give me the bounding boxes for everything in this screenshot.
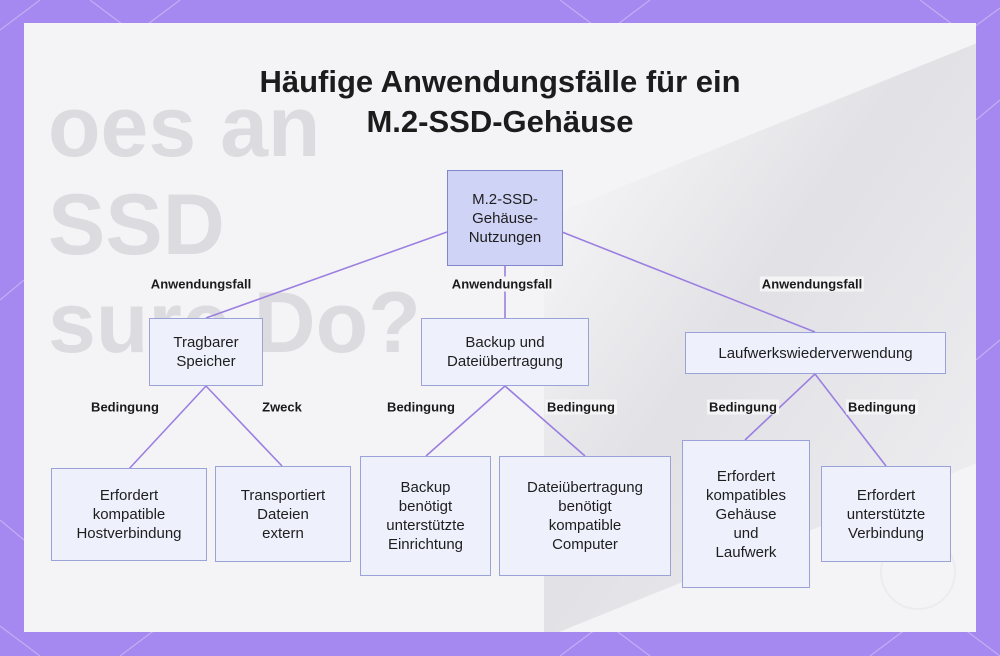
edge-label-reuse-cond2: Bedingung (846, 399, 918, 415)
connector-backup-cond (425, 385, 506, 457)
edge-label-root-backup: Anwendungsfall (449, 276, 555, 292)
node-portable-purpose: Transportiert Dateien extern (215, 466, 351, 562)
node-portable-condition: Erfordert kompatible Hostverbindung (51, 468, 207, 561)
edge-label-root-portable: Anwendungsfall (148, 276, 254, 292)
edge-label-backup-cond: Bedingung (385, 399, 457, 415)
edge-label-root-reuse: Anwendungsfall (759, 276, 865, 292)
node-transfer-condition: Dateiübertragung benötigt kompatible Com… (499, 456, 671, 576)
background-ghost-text: oes an SSD sure Do? (48, 79, 421, 371)
connector-portable-cond (127, 385, 207, 471)
node-reuse-condition-2: Erfordert unterstützte Verbindung (821, 466, 951, 562)
connector-root-portable (205, 231, 448, 319)
edge-label-reuse-cond1: Bedingung (707, 399, 779, 415)
node-drive-reuse: Laufwerkswiederverwendung (685, 332, 946, 374)
connector-reuse-cond2 (814, 373, 887, 467)
connector-portable-purpose (205, 385, 283, 467)
node-reuse-condition-1: Erfordert kompatibles Gehäuse und Laufwe… (682, 440, 810, 588)
edge-label-portable-cond: Bedingung (89, 399, 161, 415)
title-line-1: Häufige Anwendungsfälle für ein (259, 64, 741, 99)
diagram-title: Häufige Anwendungsfälle für ein M.2-SSD-… (0, 62, 1000, 142)
node-backup-condition: Backup benötigt unterstützte Einrichtung (360, 456, 491, 576)
connector-transfer-cond (504, 385, 586, 457)
edge-label-portable-purpose: Zweck (260, 399, 304, 415)
node-backup-transfer: Backup und Dateiübertragung (421, 318, 589, 386)
connector-root-reuse (561, 231, 816, 333)
node-root: M.2-SSD- Gehäuse- Nutzungen (447, 170, 563, 266)
node-portable-storage: Tragbarer Speicher (149, 318, 263, 386)
edge-label-transfer-cond: Bedingung (545, 399, 617, 415)
title-line-2: M.2-SSD-Gehäuse (366, 104, 634, 139)
connector-reuse-cond1 (744, 373, 816, 441)
